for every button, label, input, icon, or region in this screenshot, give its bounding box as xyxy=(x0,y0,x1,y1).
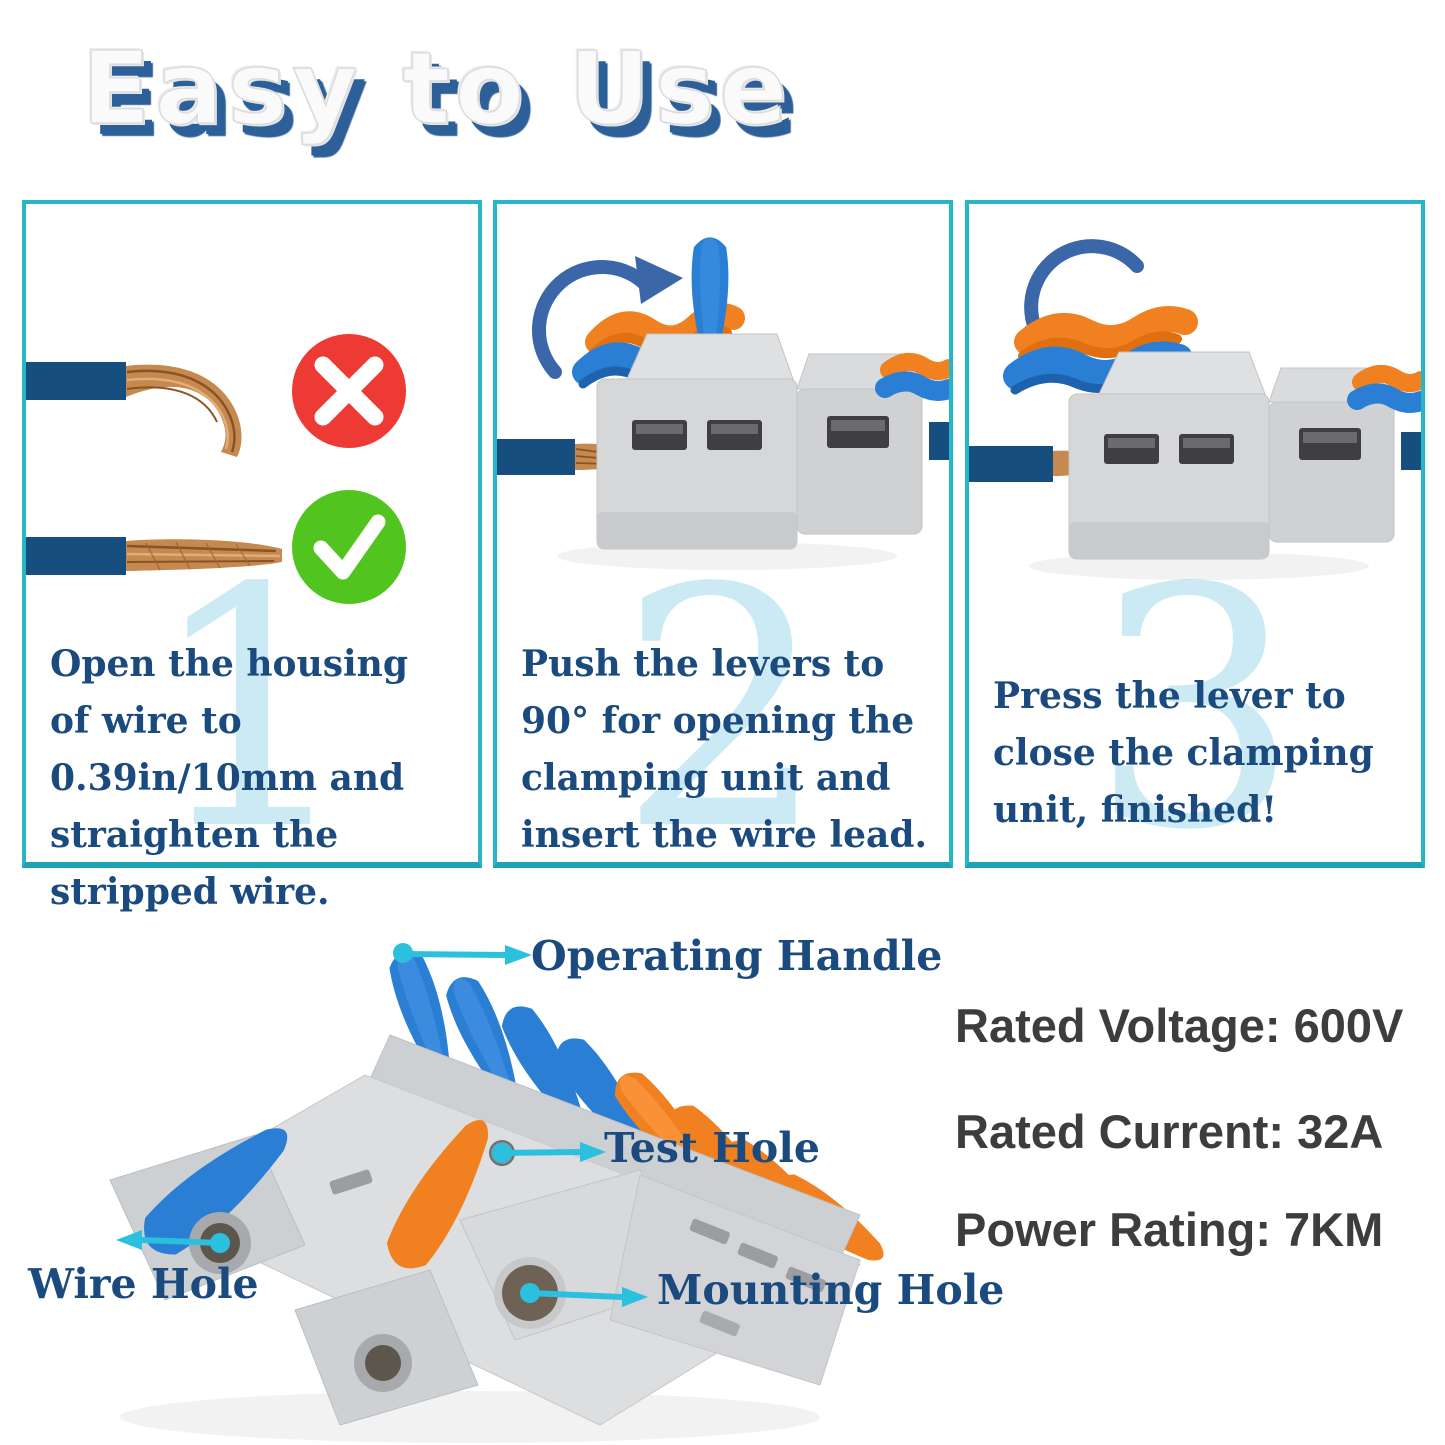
rotate-cw-arrow-icon xyxy=(531,256,683,379)
test-hole xyxy=(489,1140,515,1166)
product-image xyxy=(109,946,894,1443)
page-title: Easy to Use xyxy=(81,29,793,148)
output-wire-stub xyxy=(1401,432,1421,470)
step3-illustration xyxy=(969,239,1421,580)
step-panel-3: 3 xyxy=(965,200,1425,902)
connector-body xyxy=(1003,306,1421,580)
output-wire-stub xyxy=(929,422,949,460)
step-panel-2: 2 xyxy=(493,200,953,902)
straight-wire xyxy=(26,537,282,575)
step-number-3: 3 xyxy=(1090,518,1300,902)
step2-illustration xyxy=(497,237,949,570)
spec-rated-current: Rated Current: 32A xyxy=(955,1105,1384,1158)
check-icon xyxy=(292,490,406,604)
step3-text: Press the lever to close the clamping un… xyxy=(993,675,1374,831)
mounting-hole xyxy=(494,1257,566,1329)
step-number-1: 1 xyxy=(147,518,357,902)
wire-hole-2 xyxy=(354,1334,412,1392)
step1-text: Open the housing of wire to 0.39in/10mm … xyxy=(50,643,409,913)
test-hole-label: Test Hole xyxy=(604,1124,820,1172)
step-panel-1: 1 xyxy=(22,200,482,913)
bent-wire xyxy=(26,362,242,457)
spec-rated-voltage: Rated Voltage: 600V xyxy=(955,999,1404,1052)
step-number-2: 2 xyxy=(618,518,828,902)
mounting-hole-label: Mounting Hole xyxy=(657,1266,1005,1314)
cross-icon xyxy=(292,334,406,448)
operating-handle-label: Operating Handle xyxy=(531,932,943,980)
spec-power-rating: Power Rating: 7KM xyxy=(955,1203,1384,1256)
step1-illustration xyxy=(26,334,406,604)
wire-hole-label: Wire Hole xyxy=(28,1260,259,1308)
step2-text: Push the levers to 90° for opening the c… xyxy=(521,643,928,856)
connector-body xyxy=(557,237,949,570)
